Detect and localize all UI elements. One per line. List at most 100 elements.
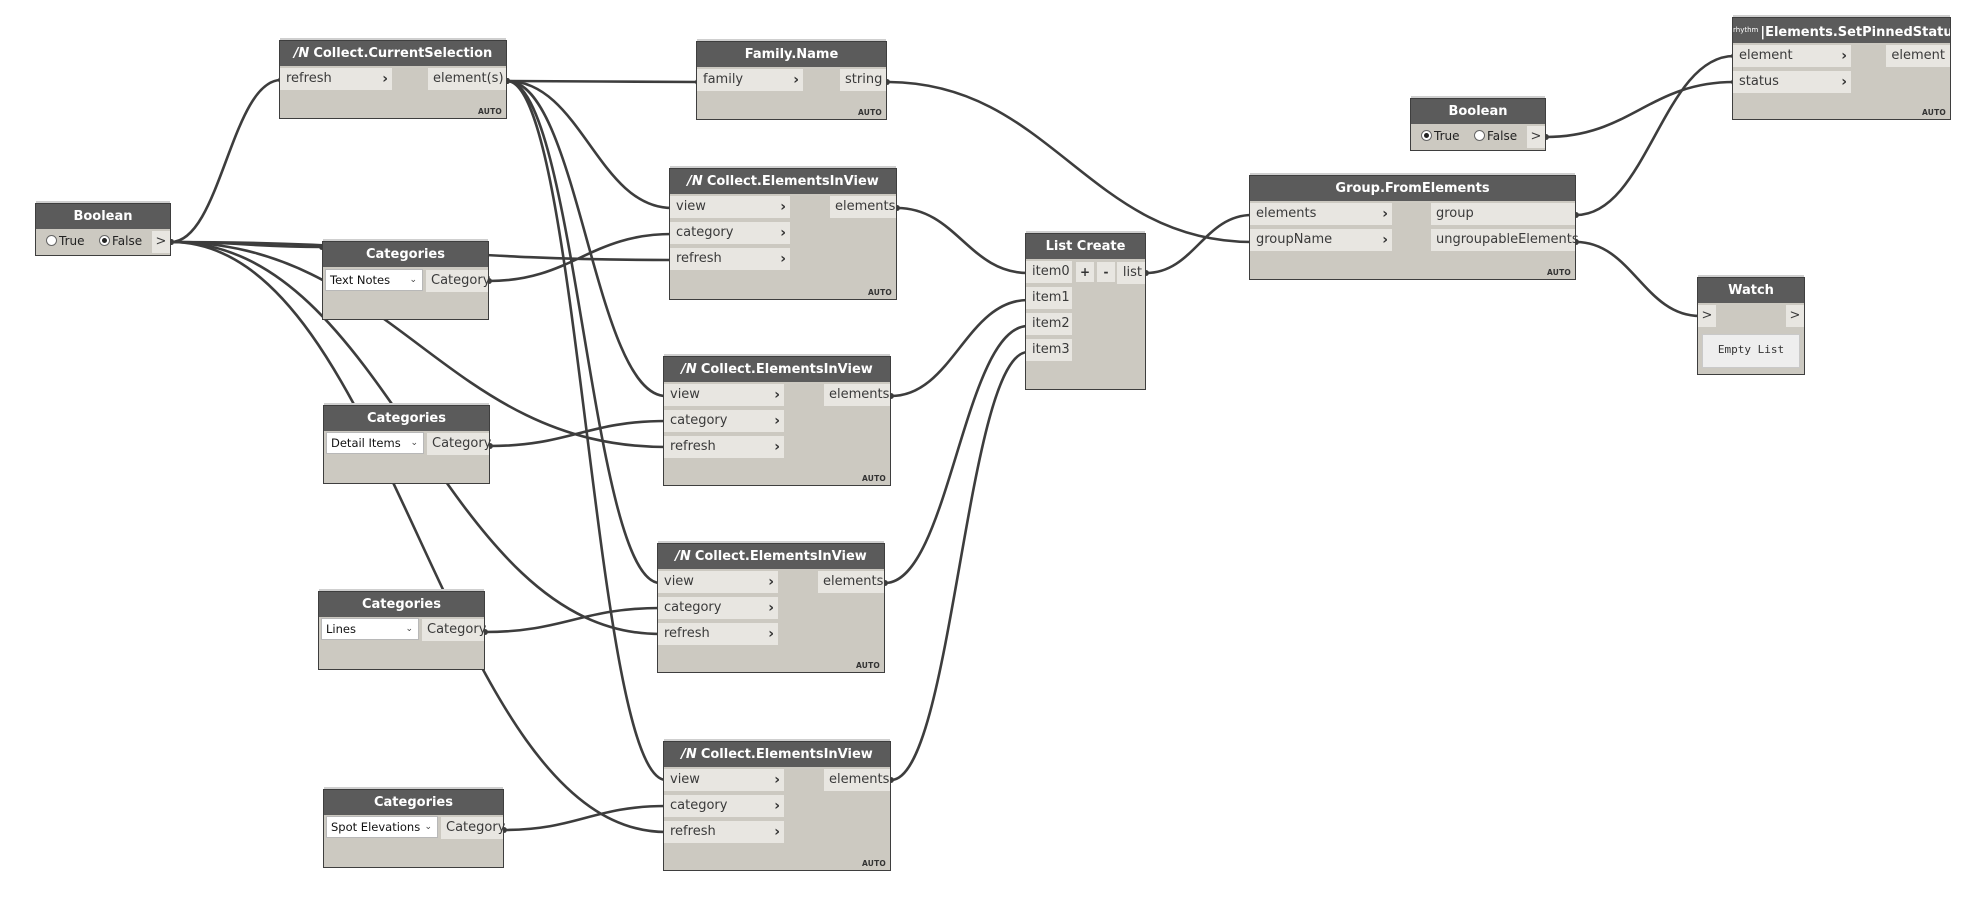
categories-node-1[interactable]: Categories Text Notes⌄ Category (322, 241, 490, 320)
node-title: Categories (324, 406, 489, 431)
input-port-category[interactable]: category› (670, 222, 790, 244)
radio-selected-icon (1421, 130, 1432, 141)
output-port-ungroupable[interactable]: ungroupableElements (1431, 229, 1579, 251)
output-port-category[interactable]: Category (426, 270, 490, 292)
output-port-elements[interactable]: elements (824, 384, 890, 406)
boolean-node-right[interactable]: Boolean True False > (1410, 98, 1546, 151)
watch-input-port[interactable]: > (1698, 305, 1716, 327)
radio-selected-icon (99, 235, 110, 246)
chevron-right-icon: › (1382, 232, 1388, 248)
false-radio[interactable]: False (99, 230, 142, 252)
connector-wire (506, 79, 673, 210)
output-port-element[interactable]: element (1886, 45, 1950, 67)
watch-node[interactable]: Watch > > Empty List (1697, 277, 1805, 375)
category-dropdown[interactable]: Spot Elevations⌄ (326, 816, 438, 838)
input-port-status[interactable]: status› (1733, 71, 1851, 93)
output-port[interactable]: > (1527, 126, 1545, 148)
chevron-right-icon: › (780, 199, 786, 215)
output-port-elements[interactable]: elements (818, 571, 884, 593)
input-port-item1[interactable]: item1 (1026, 287, 1072, 309)
chevron-right-icon: › (780, 225, 786, 241)
node-title: Group.FromElements (1250, 176, 1575, 201)
input-port-category[interactable]: category› (658, 597, 778, 619)
input-port-refresh[interactable]: refresh› (670, 248, 790, 270)
true-radio[interactable]: True (1421, 125, 1460, 147)
lacing-indicator: AUTO (858, 108, 882, 117)
add-input-button[interactable]: + (1076, 262, 1094, 282)
output-port-category[interactable]: Category (441, 817, 505, 839)
chevron-right-icon: › (1382, 206, 1388, 222)
lacing-indicator: AUTO (478, 107, 502, 116)
categories-node-3[interactable]: Categories Lines⌄ Category (318, 591, 486, 670)
false-radio[interactable]: False (1474, 125, 1517, 147)
watch-display: Empty List (1702, 334, 1800, 368)
group-from-elements-node[interactable]: Group.FromElements elements› groupName› … (1249, 175, 1579, 280)
set-pinned-status-node[interactable]: rhythm|Elements.SetPinnedStatus element›… (1732, 17, 1951, 120)
connector-wire (890, 298, 1029, 398)
input-port-view[interactable]: view› (670, 196, 790, 218)
input-port-item2[interactable]: item2 (1026, 313, 1072, 335)
input-port-view[interactable]: view› (664, 384, 784, 406)
connector-wire (1145, 213, 1253, 275)
input-port-category[interactable]: category› (664, 795, 784, 817)
chevron-right-icon: › (768, 574, 774, 590)
categories-node-2[interactable]: Categories Detail Items⌄ Category (323, 405, 491, 484)
input-port-view[interactable]: view› (658, 571, 778, 593)
node-title: Categories (323, 242, 488, 267)
true-radio[interactable]: True (46, 230, 85, 252)
input-port-item0[interactable]: item0 (1026, 261, 1072, 283)
node-title: Categories (324, 790, 503, 815)
watch-output-port[interactable]: > (1786, 305, 1804, 327)
chevron-right-icon: › (382, 71, 388, 87)
input-port-refresh[interactable]: refresh› (280, 68, 392, 90)
lacing-indicator: AUTO (1922, 108, 1946, 117)
input-port-element[interactable]: element› (1733, 45, 1851, 67)
clockwork-brand-icon: /N (293, 46, 310, 61)
input-port-family[interactable]: family› (697, 69, 803, 91)
input-port-item3[interactable]: item3 (1026, 339, 1072, 361)
chevron-right-icon: › (768, 626, 774, 642)
output-port-elements[interactable]: elements (830, 196, 896, 218)
remove-input-button[interactable]: - (1097, 262, 1115, 282)
input-port-refresh[interactable]: refresh› (664, 436, 784, 458)
family-name-node[interactable]: Family.Name family› string AUTO (696, 41, 887, 120)
chevron-right-icon: › (774, 824, 780, 840)
output-port-elements[interactable]: element(s) (428, 68, 506, 90)
boolean-node-left[interactable]: Boolean True False > (35, 203, 171, 256)
category-dropdown[interactable]: Lines⌄ (321, 618, 419, 640)
clockwork-brand-icon: /N (681, 747, 697, 762)
chevron-down-icon: ⌄ (410, 438, 418, 448)
input-port-refresh[interactable]: refresh› (664, 821, 784, 843)
output-port[interactable]: > (152, 231, 170, 253)
output-port-list[interactable]: list (1117, 262, 1145, 284)
category-dropdown[interactable]: Text Notes⌄ (325, 269, 423, 291)
output-port-string[interactable]: string (840, 69, 886, 91)
node-title: Categories (319, 592, 484, 617)
chevron-down-icon: ⌄ (424, 822, 432, 832)
category-dropdown[interactable]: Detail Items⌄ (326, 432, 424, 454)
input-port-category[interactable]: category› (664, 410, 784, 432)
node-title: Boolean (1411, 99, 1545, 124)
input-port-groupname[interactable]: groupName› (1250, 229, 1392, 251)
categories-node-4[interactable]: Categories Spot Elevations⌄ Category (323, 789, 505, 868)
list-create-node[interactable]: List Create item0 item1 item2 item3 + - … (1025, 233, 1146, 390)
input-port-elements[interactable]: elements› (1250, 203, 1392, 225)
output-port-category[interactable]: Category (422, 619, 486, 641)
output-port-elements[interactable]: elements (824, 769, 890, 791)
output-port-group[interactable]: group (1431, 203, 1575, 225)
input-port-view[interactable]: view› (664, 769, 784, 791)
output-port-category[interactable]: Category (427, 433, 491, 455)
lacing-indicator: AUTO (1547, 268, 1571, 277)
input-port-refresh[interactable]: refresh› (658, 623, 778, 645)
connector-wire (170, 240, 323, 249)
connector-wire (1575, 240, 1701, 318)
connector-wire (506, 79, 661, 585)
